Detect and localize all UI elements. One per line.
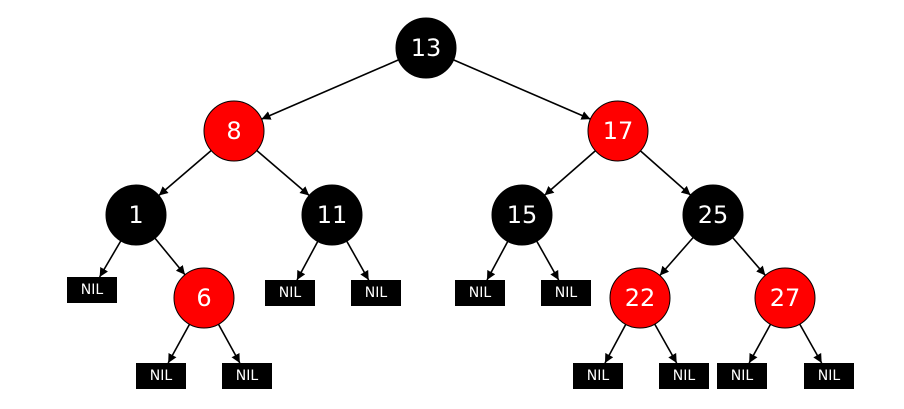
black-node-circle (682, 184, 744, 246)
node-value-label: 6 (196, 284, 211, 312)
nil-box (573, 363, 623, 389)
red-node-circle (609, 267, 671, 329)
tree-node-15: 15 (491, 184, 553, 246)
nil-leaf-node: NIL (67, 277, 117, 303)
node-value-label: 22 (625, 284, 656, 312)
nil-box (265, 280, 315, 306)
black-node-circle (395, 17, 457, 79)
tree-node-27: 27 (754, 267, 816, 329)
edge-n11-to-nil2 (296, 241, 319, 281)
edge-n6-to-nil6 (167, 323, 191, 364)
node-value-label: 8 (226, 117, 241, 145)
edge-n8-to-n1 (158, 149, 212, 197)
edge-n17-to-n25 (639, 150, 692, 196)
nil-label: NIL (469, 285, 492, 301)
nil-leaf-node: NIL (455, 280, 505, 306)
edge-n1-to-nil1 (98, 240, 122, 278)
node-value-label: 13 (411, 34, 442, 62)
node-value-label: 17 (603, 117, 634, 145)
nil-leaf-node: NIL (804, 363, 854, 389)
nil-label: NIL (673, 368, 696, 384)
black-node-circle (301, 184, 363, 246)
edge-n11-to-nil3 (346, 240, 370, 281)
edge-n27-to-nil11 (799, 323, 823, 364)
node-value-label: 25 (698, 201, 729, 229)
edge-n22-to-nil9 (654, 323, 678, 364)
nil-leaf-node: NIL (222, 363, 272, 389)
edge-n15-to-nil4 (486, 241, 509, 281)
edge-n15-to-nil5 (536, 240, 560, 281)
edge-n25-to-n22 (659, 236, 694, 277)
tree-node-8: 8 (203, 100, 265, 162)
black-node-circle (491, 184, 553, 246)
red-node-circle (754, 267, 816, 329)
edge-n8-to-n11 (256, 149, 310, 197)
node-value-label: 27 (770, 284, 801, 312)
nil-label: NIL (587, 368, 610, 384)
tree-node-6: 6 (173, 267, 235, 329)
edge-n13-to-n17 (453, 59, 591, 120)
nil-label: NIL (279, 285, 302, 301)
nil-leaf-node: NIL (265, 280, 315, 306)
nil-box (222, 363, 272, 389)
edge-n6-to-nil7 (217, 323, 241, 364)
nil-leaf-node: NIL (541, 280, 591, 306)
edge-n17-to-n15 (544, 150, 596, 196)
nil-box (351, 280, 401, 306)
node-value-label: 11 (317, 201, 348, 229)
red-node-circle (587, 100, 649, 162)
nil-leaf-node: NIL (573, 363, 623, 389)
nil-box (541, 280, 591, 306)
edges-layer (98, 59, 823, 364)
nil-label: NIL (81, 282, 104, 298)
nil-label: NIL (236, 368, 259, 384)
nil-box (659, 363, 709, 389)
node-value-label: 1 (128, 201, 143, 229)
red-node-circle (203, 100, 265, 162)
nil-box (67, 277, 117, 303)
tree-node-17: 17 (587, 100, 649, 162)
nil-label: NIL (555, 285, 578, 301)
nil-label: NIL (818, 368, 841, 384)
red-node-circle (173, 267, 235, 329)
nil-box (717, 363, 767, 389)
nil-box (136, 363, 186, 389)
nil-leaf-node: NIL (351, 280, 401, 306)
nil-box (455, 280, 505, 306)
tree-node-22: 22 (609, 267, 671, 329)
black-node-circle (105, 184, 167, 246)
edge-n25-to-n27 (732, 237, 766, 276)
node-value-label: 15 (507, 201, 538, 229)
edge-n1-to-n6 (154, 237, 186, 276)
nil-label: NIL (731, 368, 754, 384)
tree-node-25: 25 (682, 184, 744, 246)
edge-n27-to-nil10 (748, 323, 772, 364)
nil-leaf-node: NIL (717, 363, 767, 389)
nil-label: NIL (150, 368, 173, 384)
edge-n13-to-n8 (261, 59, 399, 120)
tree-node-1: 1 (105, 184, 167, 246)
edge-n22-to-nil8 (604, 324, 627, 364)
nil-label: NIL (365, 285, 388, 301)
tree-node-13: 13 (395, 17, 457, 79)
nil-leaf-node: NIL (659, 363, 709, 389)
nil-leaf-node: NIL (136, 363, 186, 389)
nil-box (804, 363, 854, 389)
tree-node-11: 11 (301, 184, 363, 246)
